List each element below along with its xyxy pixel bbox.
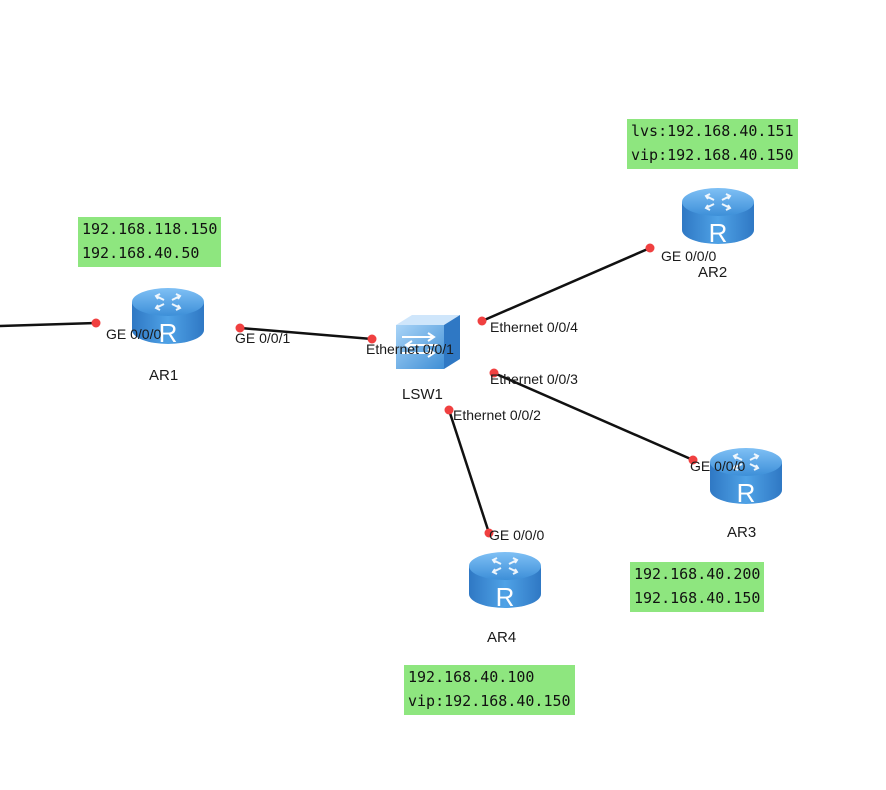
- port-label-ar1-ge001: GE 0/0/1: [235, 330, 291, 346]
- router-icon[interactable]: R: [708, 444, 784, 510]
- note-line: 192.168.40.100: [408, 668, 535, 686]
- link-lsw1-ar2[interactable]: [481, 246, 651, 323]
- port-label-ar1-ge000: GE 0/0/0: [106, 326, 162, 342]
- port-label-ar2-ge000: GE 0/0/0: [661, 248, 717, 264]
- port-label-lsw1-eth004: Ethernet 0/0/4: [490, 319, 578, 335]
- port-dot: [688, 455, 698, 465]
- port-dot: [367, 334, 377, 344]
- port-label-ar3-ge000: GE 0/0/0: [690, 458, 746, 474]
- switch-icon[interactable]: [392, 311, 464, 373]
- port-label-lsw1-eth003: Ethernet 0/0/3: [490, 371, 578, 387]
- port-label-ar4-ge000: GE 0/0/0: [489, 527, 545, 543]
- port-label-lsw1-eth002: Ethernet 0/0/2: [453, 407, 541, 423]
- router-icon[interactable]: R: [467, 548, 543, 614]
- note-line: vip:192.168.40.150: [408, 692, 571, 710]
- device-label-ar2: AR2: [698, 264, 728, 281]
- link-lsw1-ar3[interactable]: [493, 371, 694, 462]
- device-label-lsw1: LSW1: [402, 386, 443, 403]
- note-line: lvs:192.168.40.151: [631, 122, 794, 140]
- svg-text:R: R: [709, 218, 728, 248]
- router-icon[interactable]: R: [680, 184, 756, 250]
- port-dot: [645, 243, 655, 253]
- link-ar1-lsw1[interactable]: [239, 326, 373, 341]
- port-label-lsw1-eth001: Ethernet 0/0/1: [366, 341, 454, 357]
- svg-text:R: R: [159, 318, 178, 348]
- note-line: 192.168.40.200: [634, 565, 761, 583]
- note-line: vip:192.168.40.150: [631, 146, 794, 164]
- device-label-ar3: AR3: [727, 524, 757, 541]
- ip-note-ar1: 192.168.118.150 192.168.40.50: [78, 217, 222, 267]
- port-dot: [444, 405, 454, 415]
- device-label-ar1: AR1: [149, 367, 179, 384]
- port-dot: [489, 368, 499, 378]
- router-icon[interactable]: R: [130, 284, 206, 350]
- port-dot: [477, 316, 487, 326]
- svg-text:R: R: [496, 582, 515, 612]
- link-lsw1-ar4[interactable]: [447, 409, 491, 534]
- ip-note-ar3: 192.168.40.200 192.168.40.150: [630, 562, 765, 612]
- note-line: 192.168.40.50: [82, 244, 200, 262]
- port-dot: [484, 528, 494, 538]
- device-label-ar4: AR4: [487, 629, 517, 646]
- ip-note-ar4: 192.168.40.100 vip:192.168.40.150: [404, 665, 575, 715]
- svg-text:R: R: [737, 478, 756, 508]
- ip-note-ar2: lvs:192.168.40.151 vip:192.168.40.150: [627, 119, 798, 169]
- port-dot: [235, 323, 245, 333]
- link-external-ar1[interactable]: [0, 321, 97, 328]
- note-line: 192.168.118.150: [82, 220, 218, 238]
- note-line: 192.168.40.150: [634, 589, 761, 607]
- port-dot: [91, 318, 101, 328]
